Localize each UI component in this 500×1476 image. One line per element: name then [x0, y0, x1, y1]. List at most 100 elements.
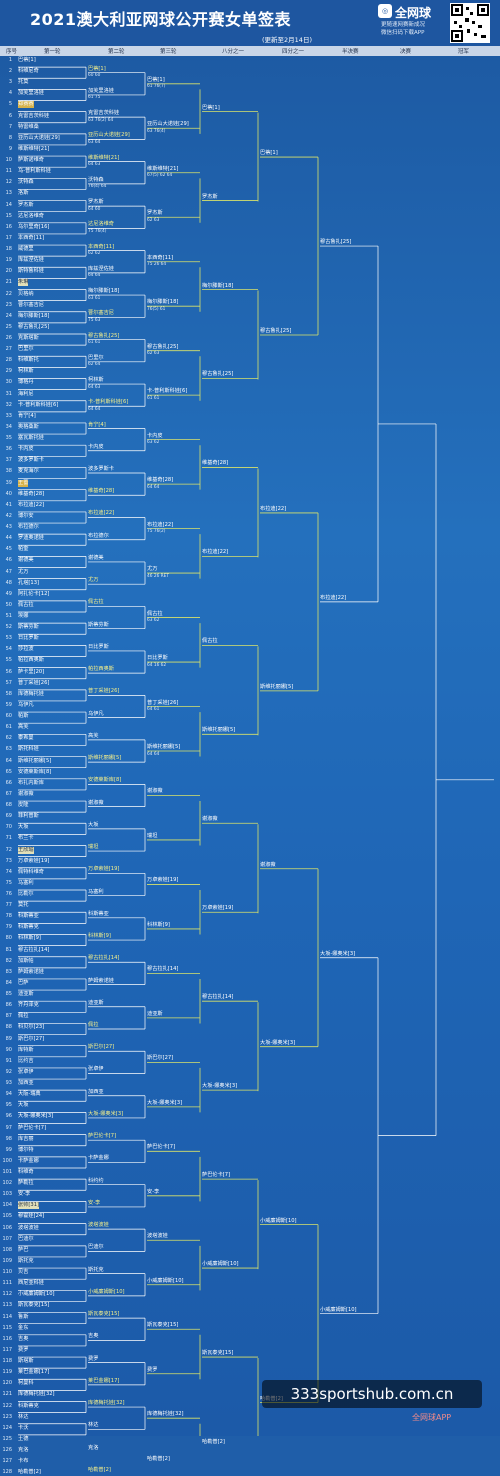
- player-name: 萨巴: [18, 1246, 29, 1253]
- seed-number: 89: [5, 1035, 12, 1042]
- seed-number: 98: [5, 1135, 12, 1142]
- player-name: 泰希曼: [18, 735, 34, 742]
- qr-code-icon[interactable]: [450, 3, 490, 43]
- round2-player: 瑞坦: [88, 844, 99, 851]
- seed-number: 69: [5, 813, 12, 820]
- player-name: 帕斯: [18, 713, 29, 720]
- player-name: 菲利普斯: [18, 813, 39, 820]
- player-name: 克斯塔斯: [18, 335, 39, 341]
- seed-number: 128: [2, 1469, 12, 1476]
- round2-player: 波多罗斯卡: [88, 466, 114, 472]
- player-name: 罗迪奥诺娃: [18, 535, 44, 542]
- player-name: 帕拉西奥斯: [18, 657, 44, 664]
- seed-number: 42: [5, 512, 12, 519]
- watermark-banner: 333sportshub.com.cn: [262, 1380, 482, 1408]
- round2-player: 乌伊凡: [88, 710, 104, 717]
- match-score: 64 64: [147, 751, 160, 757]
- match-score: 63 64: [88, 139, 101, 145]
- seed-number: 125: [2, 1435, 12, 1442]
- round3-player: 萨巴伦卡[7]: [147, 1144, 176, 1151]
- round4-player: 布拉迪[22]: [202, 549, 229, 556]
- player-name: 斯瓦泰克[15]: [18, 1302, 50, 1309]
- seed-number: 93: [5, 1080, 12, 1087]
- seed-number: 53: [5, 635, 12, 642]
- seed-number: 19: [5, 257, 12, 264]
- seed-number: 113: [2, 1302, 12, 1309]
- seed-number: 11: [5, 168, 12, 175]
- player-name: 萨勒拉: [18, 1180, 34, 1187]
- seed-number: 31: [5, 390, 12, 397]
- match-score: 67(5) 62 64: [147, 173, 173, 179]
- player-name: 卡布: [18, 1458, 29, 1465]
- round4-player: 穆古鲁扎[25]: [202, 371, 234, 378]
- player-name: 帕奎: [18, 546, 29, 553]
- player-name: 奥格桑斯: [18, 423, 39, 430]
- quarterfinal-player: 大坂-娜奥米[3]: [260, 1039, 296, 1046]
- round2-player: 萨巴伦卡[7]: [88, 1133, 117, 1140]
- player-name: 大坂: [18, 824, 29, 831]
- seed-number: 45: [5, 546, 12, 553]
- match-score: 62 62: [88, 251, 101, 257]
- quarterfinal-player: 穆古鲁扎[25]: [260, 328, 292, 334]
- player-name: 科斯蒂克: [18, 924, 39, 931]
- round3-player: 本西奇[11]: [147, 254, 174, 261]
- seed-number: 82: [5, 957, 12, 964]
- app-download-hint: 微信扫码下载APP: [381, 30, 425, 36]
- quarterfinal-player: 小威廉姆斯[10]: [260, 1217, 297, 1224]
- seed-number: 50: [5, 601, 12, 608]
- seed-number: 40: [5, 490, 12, 497]
- match-score: 64 63: [88, 384, 101, 390]
- seed-number: 7: [8, 123, 12, 130]
- match-score: 64 16 62: [147, 662, 167, 668]
- player-name: 穆古拉扎[14]: [18, 946, 50, 953]
- round2-player: 日比罗斯: [88, 643, 109, 650]
- player-name: 卡内皮: [18, 446, 34, 453]
- match-score: 63 62: [147, 440, 160, 446]
- player-name: 费罗: [18, 1346, 29, 1353]
- seed-number: 72: [5, 846, 12, 853]
- player-name: 库特斯: [18, 1046, 34, 1053]
- round2-player: 高芙: [88, 732, 99, 739]
- seed-number: 4: [8, 90, 12, 97]
- seed-number: 87: [5, 1013, 12, 1020]
- update-note: (更新至2月14日): [262, 36, 312, 44]
- player-name: 朱琳: [18, 279, 29, 287]
- player-name: 博格丹: [18, 379, 34, 386]
- player-name: 洛斯: [18, 190, 29, 197]
- semifinal-player: 穆古鲁扎[25]: [320, 239, 352, 246]
- seed-number: 10: [5, 157, 12, 164]
- round4-player: 万卓索娃[19]: [202, 905, 234, 912]
- player-name: 大阪-瑞典: [18, 1091, 41, 1098]
- player-name: 波多罗斯卡: [18, 457, 44, 464]
- player-name: 柯曼科: [18, 1380, 34, 1387]
- round4-player: 梅尔滕斯[18]: [202, 282, 234, 289]
- round3-player: 卡-普利斯科娃[6]: [147, 388, 188, 395]
- seed-number: 25: [5, 323, 12, 330]
- round4-player: 罗杰斯: [202, 193, 218, 200]
- round2-player: 布拉迪[22]: [88, 510, 115, 517]
- player-name: 罗杰斯: [18, 201, 34, 208]
- seed-number: 52: [5, 624, 12, 631]
- seed-number: 108: [2, 1246, 12, 1253]
- bracket-background: [0, 46, 500, 1436]
- player-name: 斯巴尔[27]: [18, 1035, 45, 1042]
- seed-number: 63: [5, 746, 12, 753]
- player-name: 克雷吉茨科娃: [18, 112, 50, 119]
- round4-player: 大坂-娜奥米[3]: [202, 1083, 238, 1090]
- page-title: 2021澳大利亚网球公开赛女单签表: [30, 10, 292, 29]
- player-name: 科斯蒂克: [18, 1402, 39, 1409]
- round2-player: 帕拉西奥斯: [88, 666, 114, 673]
- seed-number: 49: [5, 590, 12, 597]
- player-name: 尤万: [18, 568, 29, 575]
- seed-number: 111: [2, 1280, 12, 1287]
- match-score: 61 75: [88, 95, 101, 101]
- round3-player: 佩古拉: [147, 610, 163, 617]
- app-logo-icon: ◎: [378, 4, 392, 18]
- round2-player: 小威廉姆斯[10]: [88, 1288, 125, 1295]
- round3-player: 斯维托丽娜[5]: [147, 744, 181, 750]
- quarterfinal-player: 巴蒂[1]: [260, 150, 278, 157]
- round4-player: 哈勒普[2]: [202, 1439, 225, 1445]
- round3-player: 尤万: [147, 566, 158, 573]
- player-name: 谢淑薇: [18, 790, 34, 797]
- player-name: 斯塔斯: [18, 1358, 34, 1365]
